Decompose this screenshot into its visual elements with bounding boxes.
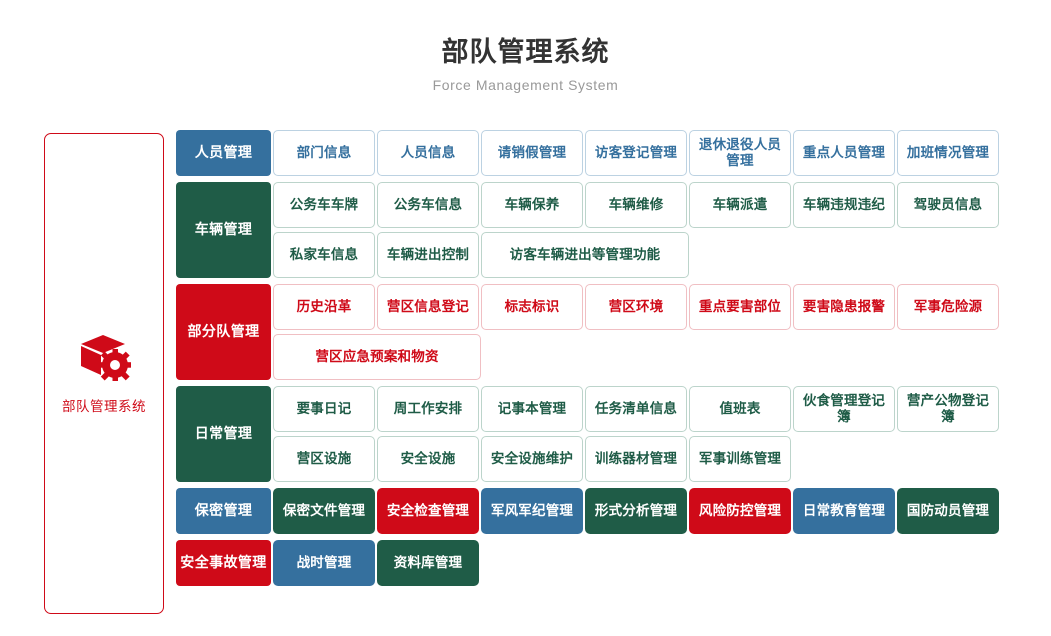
- system-panel[interactable]: 部队管理系统: [44, 133, 164, 614]
- module-button[interactable]: 车辆派遣: [689, 182, 791, 228]
- module-button[interactable]: 安全设施维护: [481, 436, 583, 482]
- section-items: 公务车车牌公务车信息车辆保养车辆维修车辆派遣车辆违规违纪驾驶员信息私家车信息车辆…: [272, 180, 1041, 280]
- module-button[interactable]: 请销假管理: [481, 130, 583, 176]
- module-button[interactable]: 要害隐患报警: [793, 284, 895, 330]
- module-button[interactable]: 营区信息登记: [377, 284, 479, 330]
- module-button[interactable]: 要事日记: [273, 386, 375, 432]
- section-label-button[interactable]: 日常管理: [176, 386, 271, 482]
- module-button[interactable]: 重点人员管理: [793, 130, 895, 176]
- module-button[interactable]: 营区应急预案和物资: [273, 334, 481, 380]
- section-label-button[interactable]: 安全事故管理: [176, 540, 271, 586]
- section: 保密管理保密文件管理安全检查管理军风军纪管理形式分析管理风险防控管理日常教育管理…: [175, 486, 1041, 536]
- module-button[interactable]: 安全设施: [377, 436, 479, 482]
- module-button[interactable]: 部门信息: [273, 130, 375, 176]
- module-button[interactable]: 任务清单信息: [585, 386, 687, 432]
- module-button[interactable]: 访客登记管理: [585, 130, 687, 176]
- module-button[interactable]: 周工作安排: [377, 386, 479, 432]
- section-items: 保密文件管理安全检查管理军风军纪管理形式分析管理风险防控管理日常教育管理国防动员…: [272, 486, 1041, 536]
- page-title: 部队管理系统: [441, 37, 610, 67]
- module-button[interactable]: 营区设施: [273, 436, 375, 482]
- section-items: 历史沿革营区信息登记标志标识营区环境重点要害部位要害隐患报警军事危险源营区应急预…: [272, 282, 1041, 382]
- module-button[interactable]: 重点要害部位: [689, 284, 791, 330]
- module-button[interactable]: 保密文件管理: [273, 488, 375, 534]
- section: 车辆管理公务车车牌公务车信息车辆保养车辆维修车辆派遣车辆违规违纪驾驶员信息私家车…: [175, 180, 1041, 280]
- module-button[interactable]: 私家车信息: [273, 232, 375, 278]
- module-button[interactable]: 公务车车牌: [273, 182, 375, 228]
- section-label-button[interactable]: 车辆管理: [176, 182, 271, 278]
- sections-container: 人员管理部门信息人员信息请销假管理访客登记管理退休退役人员管理重点人员管理加班情…: [175, 128, 1041, 590]
- module-button[interactable]: 军事危险源: [897, 284, 999, 330]
- section: 人员管理部门信息人员信息请销假管理访客登记管理退休退役人员管理重点人员管理加班情…: [175, 128, 1041, 178]
- module-button[interactable]: 日常教育管理: [793, 488, 895, 534]
- system-panel-label: 部队管理系统: [62, 398, 146, 414]
- page-header: 部队管理系统 Force Management System: [0, 0, 1051, 94]
- section-items: 部门信息人员信息请销假管理访客登记管理退休退役人员管理重点人员管理加班情况管理: [272, 128, 1041, 178]
- section-label-button[interactable]: 人员管理: [176, 130, 271, 176]
- module-button[interactable]: 标志标识: [481, 284, 583, 330]
- module-button[interactable]: 历史沿革: [273, 284, 375, 330]
- module-button[interactable]: 形式分析管理: [585, 488, 687, 534]
- module-button[interactable]: 国防动员管理: [897, 488, 999, 534]
- section-items: 战时管理资料库管理: [272, 538, 1041, 588]
- section-items: 要事日记周工作安排记事本管理任务清单信息值班表伙食管理登记簿营产公物登记簿营区设…: [272, 384, 1041, 484]
- module-button[interactable]: 营区环境: [585, 284, 687, 330]
- module-button[interactable]: 加班情况管理: [897, 130, 999, 176]
- module-button[interactable]: 记事本管理: [481, 386, 583, 432]
- module-button[interactable]: 退休退役人员管理: [689, 130, 791, 176]
- page-subtitle: Force Management System: [432, 77, 619, 94]
- module-button[interactable]: 安全检查管理: [377, 488, 479, 534]
- module-button[interactable]: 风险防控管理: [689, 488, 791, 534]
- box-gear-icon: [77, 333, 131, 383]
- section: 部分队管理历史沿革营区信息登记标志标识营区环境重点要害部位要害隐患报警军事危险源…: [175, 282, 1041, 382]
- system-board: 部队管理系统 人员管理部门信息人员信息请销假管理访客登记管理退休退役人员管理重点…: [0, 128, 1051, 614]
- module-button[interactable]: 访客车辆进出等管理功能: [481, 232, 689, 278]
- module-button[interactable]: 战时管理: [273, 540, 375, 586]
- module-button[interactable]: 军风军纪管理: [481, 488, 583, 534]
- module-button[interactable]: 军事训练管理: [689, 436, 791, 482]
- module-button[interactable]: 营产公物登记簿: [897, 386, 999, 432]
- module-button[interactable]: 伙食管理登记簿: [793, 386, 895, 432]
- module-button[interactable]: 资料库管理: [377, 540, 479, 586]
- module-button[interactable]: 车辆维修: [585, 182, 687, 228]
- module-button[interactable]: 值班表: [689, 386, 791, 432]
- section-label-button[interactable]: 部分队管理: [176, 284, 271, 380]
- module-button[interactable]: 训练器材管理: [585, 436, 687, 482]
- module-button[interactable]: 公务车信息: [377, 182, 479, 228]
- module-button[interactable]: 车辆保养: [481, 182, 583, 228]
- section: 日常管理要事日记周工作安排记事本管理任务清单信息值班表伙食管理登记簿营产公物登记…: [175, 384, 1041, 484]
- module-button[interactable]: 车辆进出控制: [377, 232, 479, 278]
- section-label-button[interactable]: 保密管理: [176, 488, 271, 534]
- module-button[interactable]: 车辆违规违纪: [793, 182, 895, 228]
- section: 安全事故管理战时管理资料库管理: [175, 538, 1041, 588]
- module-button[interactable]: 人员信息: [377, 130, 479, 176]
- module-button[interactable]: 驾驶员信息: [897, 182, 999, 228]
